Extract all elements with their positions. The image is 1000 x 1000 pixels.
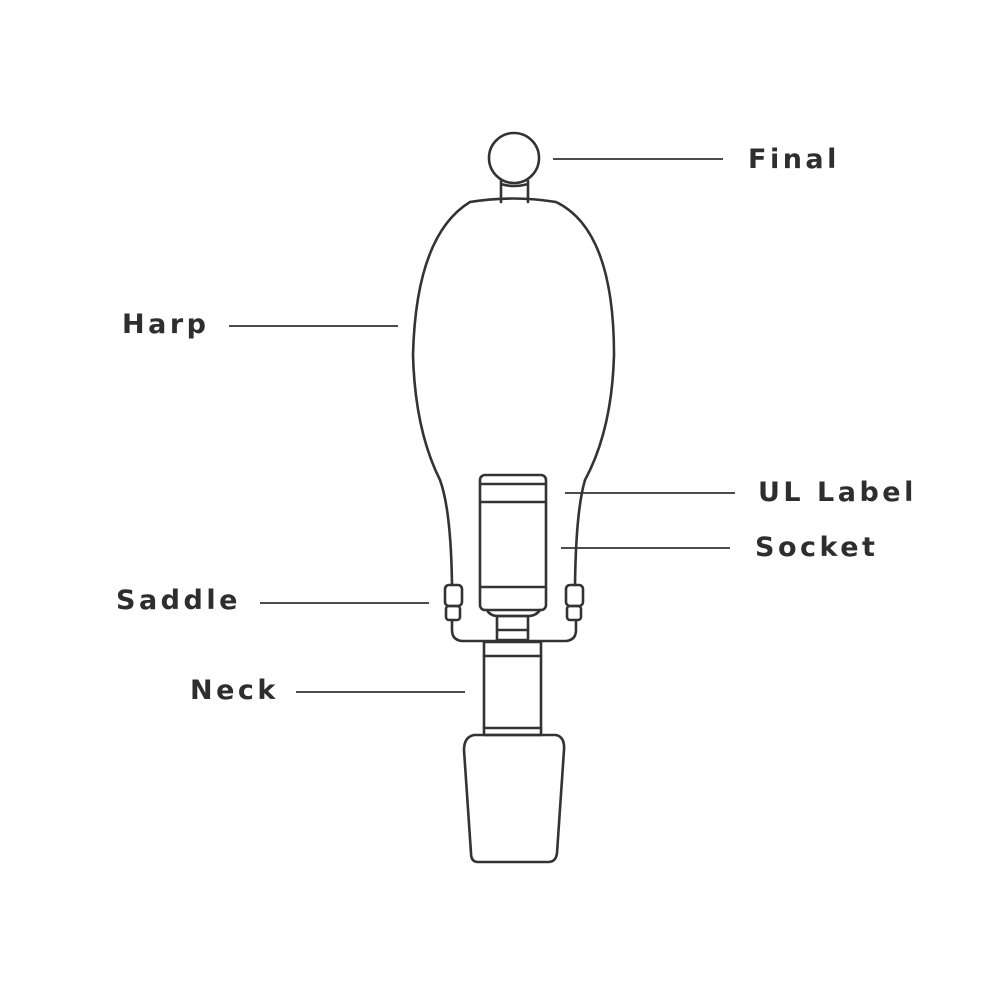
label-neck: Neck bbox=[190, 675, 279, 706]
neck-part bbox=[482, 640, 543, 737]
label-final: Final bbox=[748, 144, 840, 175]
label-ul-label: UL Label bbox=[758, 477, 917, 508]
harp-part bbox=[411, 197, 616, 587]
label-harp: Harp bbox=[122, 309, 210, 340]
final-part bbox=[487, 131, 541, 204]
leader-lines bbox=[229, 158, 735, 693]
base-part bbox=[462, 733, 566, 864]
label-saddle: Saddle bbox=[116, 585, 241, 616]
label-socket: Socket bbox=[755, 532, 879, 563]
socket-part bbox=[478, 473, 548, 642]
saddle-part bbox=[443, 583, 585, 643]
